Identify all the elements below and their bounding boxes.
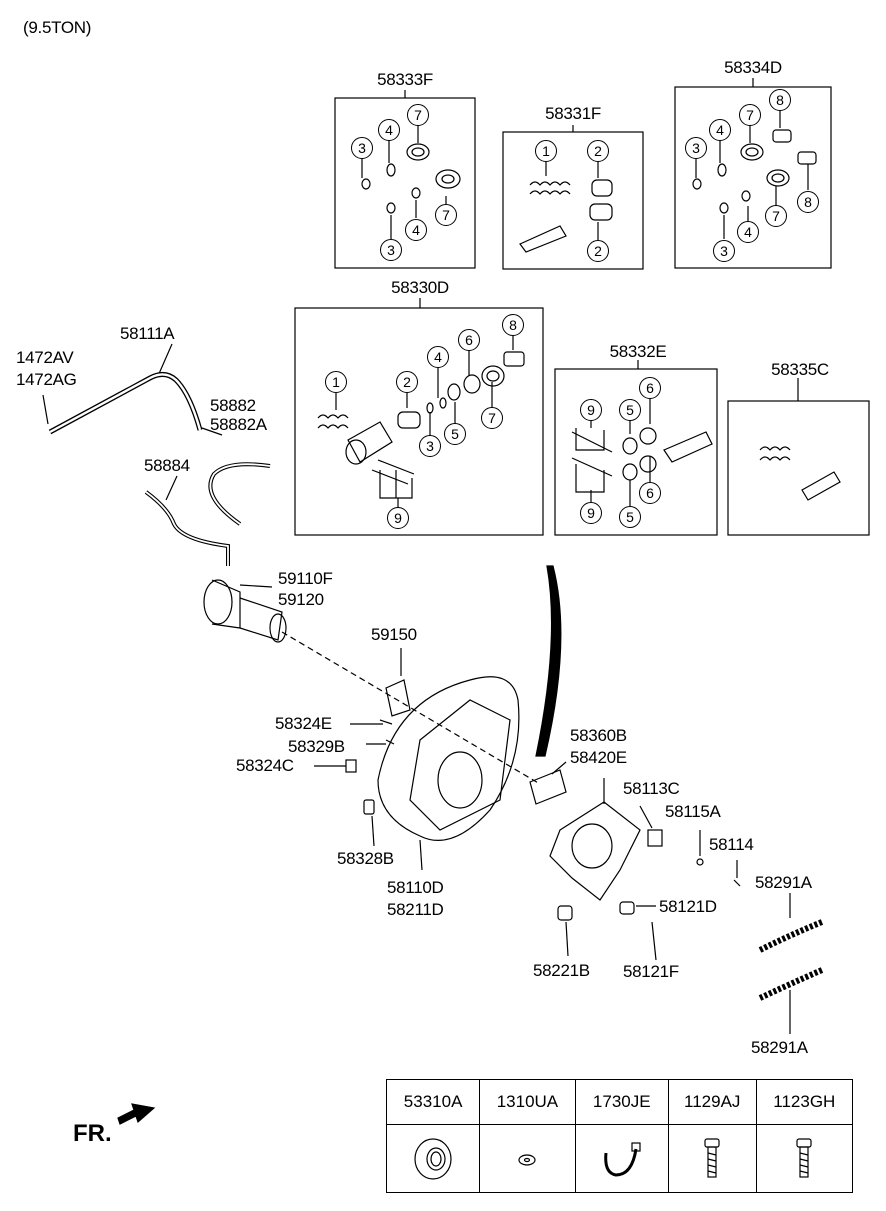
part-label: 59150 xyxy=(371,625,417,644)
callout: 1 xyxy=(535,140,557,162)
callout: 5 xyxy=(444,423,466,445)
table-header: 1730JE xyxy=(574,1079,669,1125)
part-label: 58111A xyxy=(120,324,175,343)
kit-58331F-parts xyxy=(519,162,613,253)
callout: 4 xyxy=(427,346,449,368)
part-label: 58360B xyxy=(570,726,627,745)
part-label: 58324E xyxy=(275,714,332,733)
table-header: 1310UA xyxy=(479,1079,576,1125)
part-label: 58329B xyxy=(288,737,345,756)
variant-label: (9.5TON) xyxy=(23,18,92,37)
kit-box-58335C xyxy=(727,400,870,536)
callout: 7 xyxy=(739,104,761,126)
wheel-cylinder xyxy=(529,565,567,805)
part-label: 1472AG xyxy=(16,370,77,389)
front-arrow-icon xyxy=(117,1103,156,1125)
callout: 6 xyxy=(639,377,661,399)
screw-icon xyxy=(755,1124,854,1193)
kit-title-58330D: 58330D xyxy=(391,278,449,297)
callout: 3 xyxy=(713,240,735,262)
callout: 3 xyxy=(685,137,707,159)
return-springs xyxy=(758,893,824,1034)
front-direction-label: FR. xyxy=(73,1120,112,1147)
callout: 3 xyxy=(380,239,402,261)
part-label: 58420E xyxy=(570,748,627,767)
washer-icon xyxy=(479,1124,576,1193)
callout: 9 xyxy=(580,399,602,421)
kit-title-58335C: 58335C xyxy=(771,360,829,379)
part-label: 58324C xyxy=(236,756,294,775)
callout: 8 xyxy=(769,89,791,111)
callout: 8 xyxy=(797,191,819,213)
part-label: 58211D xyxy=(387,900,444,919)
callout: 8 xyxy=(502,314,524,336)
bearing-icon xyxy=(385,1124,481,1193)
kit-title-58333F: 58333F xyxy=(377,70,433,89)
cable-tie-icon xyxy=(574,1124,669,1193)
brake-spider xyxy=(549,778,741,901)
callout: 4 xyxy=(378,119,400,141)
kit-58333F-parts xyxy=(361,125,461,239)
kit-box-58333F xyxy=(334,97,476,269)
brake-chamber xyxy=(203,579,541,785)
kit-title-58331F: 58331F xyxy=(545,104,601,123)
kit-58334D-parts xyxy=(692,110,817,239)
callout: 7 xyxy=(765,205,787,227)
kit-box-58330D xyxy=(294,307,544,536)
part-label: 58115A xyxy=(665,802,721,821)
callout: 2 xyxy=(396,371,418,393)
callout: 2 xyxy=(587,240,609,262)
backing-plate xyxy=(314,648,520,871)
table-header: 1129AJ xyxy=(667,1079,757,1125)
part-label: 58110D xyxy=(387,878,444,897)
callout: 9 xyxy=(387,507,409,529)
callout: 4 xyxy=(737,221,759,243)
callout: 1 xyxy=(325,371,347,393)
part-label: 58113C xyxy=(623,779,680,798)
part-label: 58114 xyxy=(709,835,754,854)
callout: 7 xyxy=(407,104,429,126)
part-label: 59110F xyxy=(278,569,333,588)
kit-58335C-parts xyxy=(759,446,841,501)
callout: 3 xyxy=(419,435,441,457)
kit-box-58332E xyxy=(554,368,718,536)
part-label: 58121D xyxy=(659,897,717,916)
callout: 7 xyxy=(481,407,503,429)
kit-title-58332E: 58332E xyxy=(609,342,667,361)
part-label: 58291A xyxy=(755,873,812,892)
parts-table: 53310A 1310UA 1730JE 1129AJ 1123GH xyxy=(385,1079,854,1193)
part-label: 58291A xyxy=(751,1038,808,1057)
part-label: 58328B xyxy=(337,849,394,868)
kit-58330D-parts xyxy=(317,336,525,507)
callout: 9 xyxy=(580,502,602,524)
part-label: 58884 xyxy=(144,456,190,475)
callout: 3 xyxy=(351,137,373,159)
part-label: 58882A xyxy=(210,415,267,434)
part-label: 58121F xyxy=(623,962,679,981)
part-label: 1472AV xyxy=(16,348,74,367)
hoses xyxy=(42,343,271,566)
table-header: 1123GH xyxy=(755,1079,854,1125)
part-label: 58221B xyxy=(533,961,590,980)
callout: 5 xyxy=(619,506,641,528)
callout: 4 xyxy=(709,119,731,141)
kit-title-58334D: 58334D xyxy=(724,58,782,77)
callout: 6 xyxy=(458,329,480,351)
kit-58332E-parts xyxy=(571,398,713,506)
table-header: 53310A xyxy=(385,1079,481,1125)
small-parts-bottom xyxy=(557,901,657,961)
part-label: 59120 xyxy=(278,590,324,609)
part-label: 58882 xyxy=(210,396,256,415)
callout: 2 xyxy=(587,140,609,162)
callout: 5 xyxy=(619,399,641,421)
callout: 4 xyxy=(405,219,427,241)
callout: 7 xyxy=(435,204,457,226)
bolt-icon xyxy=(667,1124,757,1193)
callout: 6 xyxy=(639,482,661,504)
